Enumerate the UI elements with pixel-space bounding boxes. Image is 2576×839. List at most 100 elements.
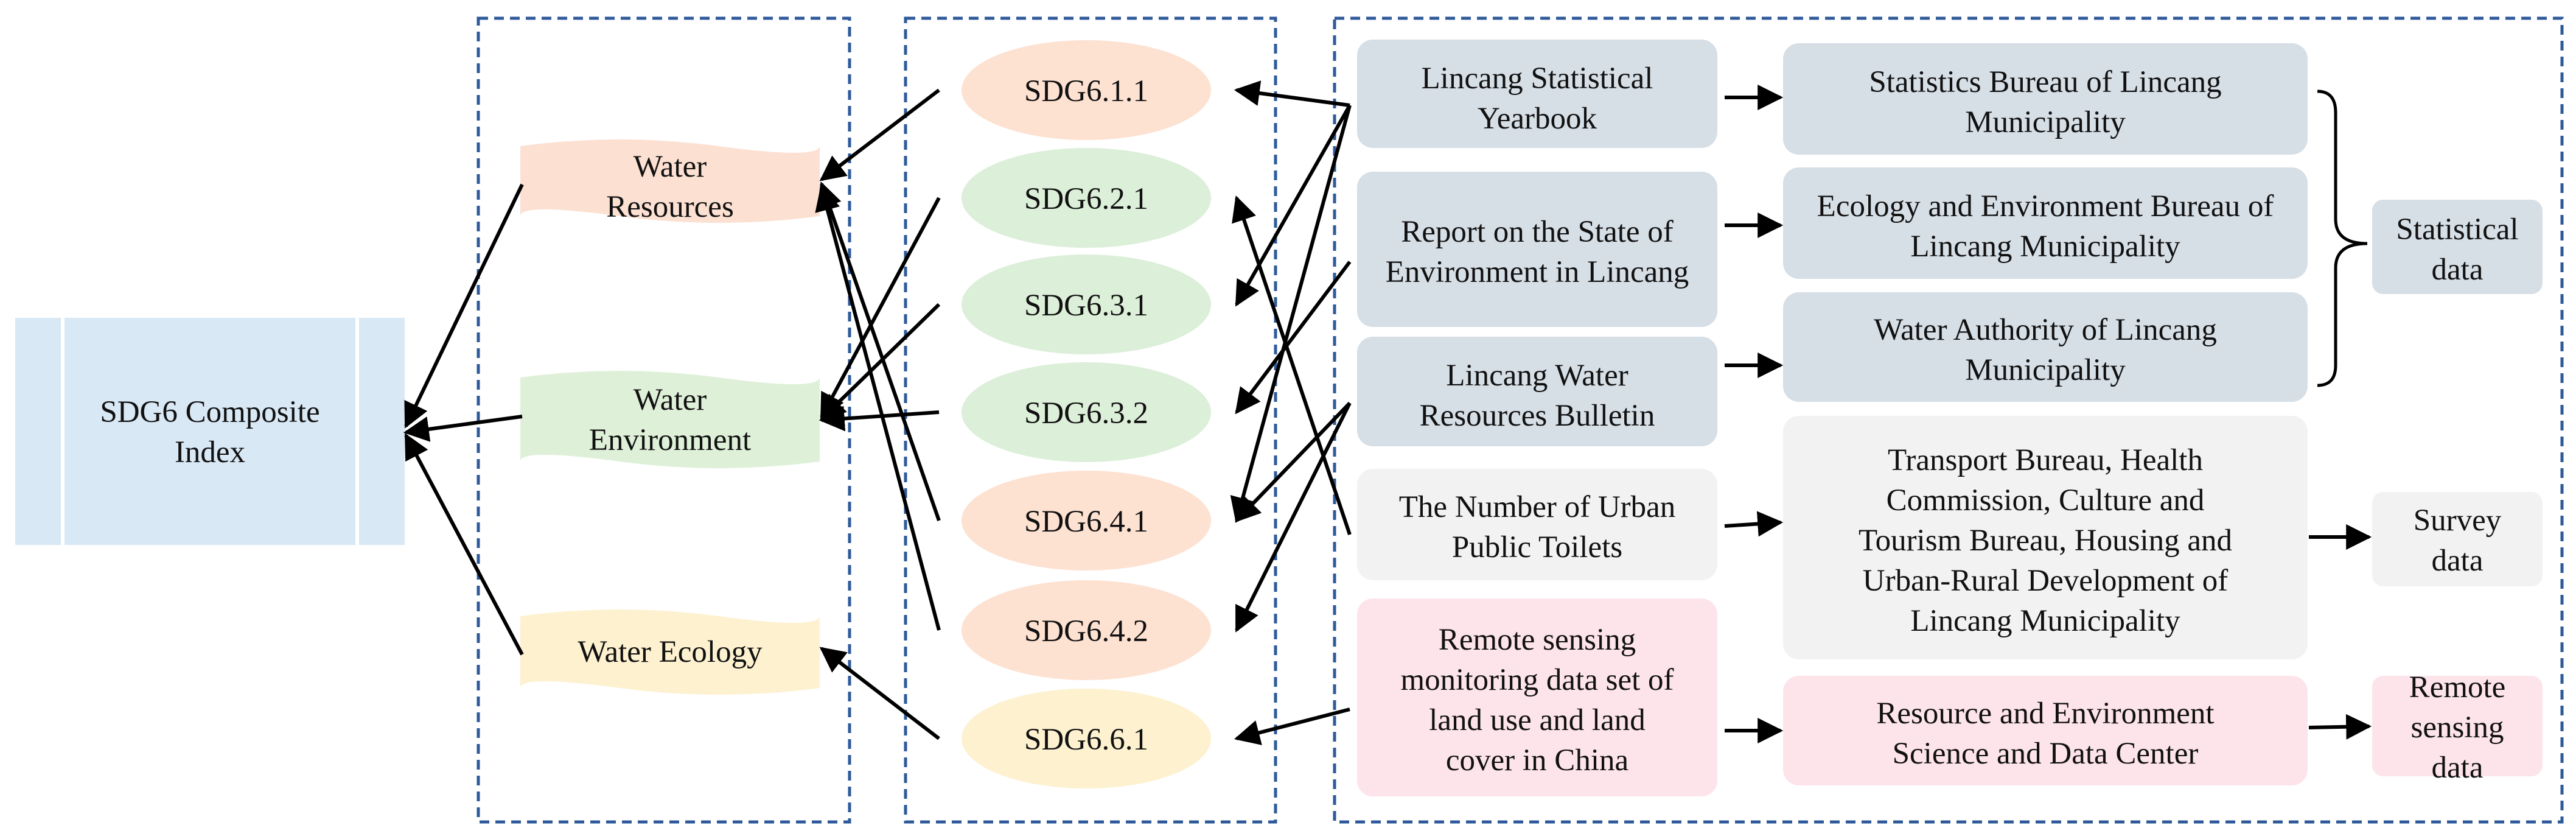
indicator-sdg631: SDG6.3.1 [962,255,1211,354]
label-line: data [2432,253,2484,287]
label-line: Remote sensing [1439,623,1636,657]
indicator-label: SDG6.3.1 [1024,289,1148,323]
indicator-ellipse [962,362,1211,462]
composite-bg [15,318,405,545]
indicator-label: SDG6.4.1 [1024,505,1148,539]
indicator-label: SDG6.1.1 [1024,74,1148,108]
dimension-shape [520,371,820,468]
label-line: Statistics Bureau of Lincang [1869,65,2221,99]
arrow-611-resources [819,88,940,181]
arrow-642-resources [815,184,941,631]
agency-box [1783,43,2308,155]
label-line: Yearbook [1478,102,1597,136]
arrow-center-remote [2308,714,2372,740]
dimension-shape [520,609,820,695]
label-line: Municipality [1965,105,2126,139]
arrow-621-environment [820,197,941,420]
indicator-sdg642: SDG6.4.2 [962,580,1211,680]
source-box [1357,40,1717,148]
arrow-environment-composite [403,415,523,442]
label-line: Survey [2414,504,2502,538]
label-line: data [2432,544,2484,578]
label-line: Environment [589,423,751,457]
indicator-ellipse [962,255,1211,354]
agency-ecology-bureau: Ecology and Environment Bureau of Lincang… [1783,167,2308,279]
indicator-ellipse [962,689,1211,788]
indicator-sdg632: SDG6.3.2 [962,362,1211,462]
indicator-label: SDG6.3.2 [1024,396,1148,430]
label-line: Water Ecology [578,635,763,669]
arrow-remote-661 [1234,707,1350,745]
statistical-brace [2317,90,2368,387]
label-line: Municipality [1965,353,2126,387]
datatype-box [2372,676,2543,776]
label-line: Ecology and Environment Bureau of [1817,189,2274,223]
agency-label: Ecology and Environment Bureau of Lincang… [1817,189,2274,264]
label-line: Water [634,150,707,184]
indicator-label: SDG6.2.1 [1024,182,1148,216]
agency-box [1783,416,2308,659]
label-line: Water Authority of Lincang [1874,313,2217,347]
datatype-box [2372,200,2543,294]
arrow-641-resources [817,181,941,521]
datatype-survey: Survey data [2372,492,2543,586]
indicator-label: SDG6.6.1 [1024,723,1148,757]
dimension-label: Water Ecology [578,635,763,669]
source-box [1357,172,1717,327]
label-line: Resources Bulletin [1420,399,1655,433]
agency-box [1783,292,2308,402]
indicator-ellipse [962,148,1211,248]
label-line: Public Toilets [1452,530,1622,564]
label-line: Commission, Culture and [1887,483,2205,518]
indicator-ellipse [962,471,1211,570]
label-line: Lincang Statistical [1422,61,1653,96]
label-line: Lincang Municipality [1910,604,2180,638]
label-line: Remote [2409,670,2506,704]
label-line: Statistical [2396,212,2518,247]
label-line: data [2432,751,2484,785]
datatype-label: Survey data [2414,504,2502,578]
label-line: Resource and Environment [1876,697,2214,731]
label-line: Tourism Bureau, Housing and [1859,524,2232,558]
label-line: Transport Bureau, Health [1888,443,2203,477]
label-line: Index [175,435,245,469]
arrow-661-ecology [819,647,940,740]
label-line: SDG6 Composite [100,395,319,429]
arrow-632-environment [819,405,940,432]
datatype-statistical: Statistical data [2372,200,2543,294]
arrow-bulletin-642 [1235,402,1352,633]
label-line: Lincang Water [1446,359,1628,393]
source-box [1357,599,1717,796]
source-remote-sensing-set: Remote sensing monitoring data set of land… [1357,599,1717,796]
label-line: Urban-Rural Development of [1863,564,2228,598]
arrow-toilets-transport [1724,511,1784,537]
label-line: Lincang Municipality [1910,230,2180,264]
agency-box [1783,167,2308,279]
label-line: Report on the State of [1401,215,1674,249]
arrow-toilets-621 [1232,195,1352,535]
arrow-yearbook-641 [1230,105,1352,524]
label-line: land use and land [1429,703,1645,737]
arrow-631-environment [819,303,941,421]
indicator-sdg661: SDG6.6.1 [962,689,1211,788]
indicator-sdg621: SDG6.2.1 [962,148,1211,248]
arrow-bulletin-641 [1235,401,1352,523]
label-line: monitoring data set of [1401,663,1674,697]
